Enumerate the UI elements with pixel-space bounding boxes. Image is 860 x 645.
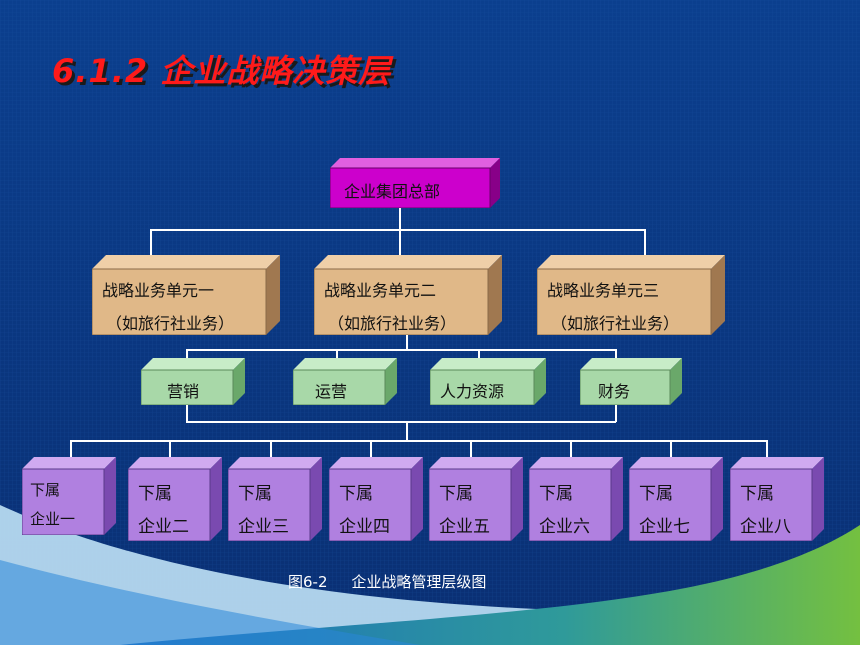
subsidiary-7-line1: 下属 [639, 484, 673, 504]
slide-title: 6.1.2 企业战略决策层 [52, 52, 392, 90]
business-unit-1: 战略业务单元一 （如旅行社业务） [92, 255, 280, 335]
business-unit-3-example: （如旅行社业务） [551, 314, 680, 333]
business-unit-2: 战略业务单元二 （如旅行社业务） [314, 255, 502, 335]
decorative-swoosh-green [120, 525, 860, 645]
subsidiary-4-line1: 下属 [339, 484, 373, 504]
subsidiary-6: 下属 企业六 [529, 457, 623, 541]
subsidiary-2: 下属 企业二 [128, 457, 222, 541]
subsidiary-5: 下属 企业五 [429, 457, 523, 541]
subsidiary-2-line2: 企业二 [138, 517, 189, 537]
hq-node: 企业集团总部 [330, 158, 500, 208]
subsidiary-8: 下属 企业八 [730, 457, 824, 541]
figure-caption: 图6-2 企业战略管理层级图 [288, 573, 487, 591]
function-hr-label: 人力资源 [440, 382, 505, 401]
function-hr: 人力资源 [430, 358, 546, 405]
subsidiary-7-line2: 企业七 [639, 517, 690, 537]
subsidiary-5-line1: 下属 [439, 484, 473, 504]
subsidiary-8-line2: 企业八 [740, 517, 791, 537]
function-operations: 运营 [293, 358, 397, 405]
function-finance-label: 财务 [598, 382, 631, 401]
business-unit-3: 战略业务单元三 （如旅行社业务） [537, 255, 725, 335]
function-marketing-label: 营销 [167, 382, 200, 401]
subsidiary-6-line1: 下属 [539, 484, 573, 504]
subsidiary-6-line2: 企业六 [539, 517, 590, 537]
subsidiary-1-line2: 企业一 [30, 510, 76, 528]
subsidiary-4: 下属 企业四 [329, 457, 423, 541]
hq-label: 企业集团总部 [344, 182, 441, 201]
subsidiary-3-line2: 企业三 [238, 517, 289, 537]
business-unit-2-example: （如旅行社业务） [328, 314, 457, 333]
business-unit-3-name: 战略业务单元三 [547, 281, 660, 300]
subsidiary-3-line1: 下属 [238, 484, 272, 504]
subsidiary-3: 下属 企业三 [228, 457, 322, 541]
business-unit-1-example: （如旅行社业务） [106, 314, 235, 333]
subsidiary-7: 下属 企业七 [629, 457, 723, 541]
subsidiary-8-line1: 下属 [740, 484, 774, 504]
subsidiary-1: 下属 企业一 [22, 457, 116, 535]
function-operations-label: 运营 [315, 382, 348, 401]
business-unit-2-name: 战略业务单元二 [324, 281, 437, 300]
subsidiary-5-line2: 企业五 [439, 517, 490, 537]
subsidiary-4-line2: 企业四 [339, 517, 390, 537]
function-finance: 财务 [580, 358, 682, 405]
subsidiary-1-line1: 下属 [30, 481, 61, 499]
function-marketing: 营销 [141, 358, 245, 405]
subsidiary-2-line1: 下属 [138, 484, 172, 504]
business-unit-1-name: 战略业务单元一 [102, 281, 215, 300]
